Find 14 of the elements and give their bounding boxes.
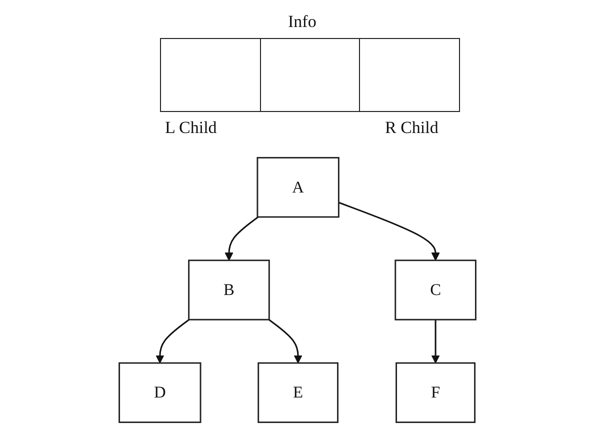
field-label: Info xyxy=(288,12,316,32)
arrow xyxy=(431,320,440,364)
pointer-label: L Child xyxy=(165,118,217,138)
arrow xyxy=(224,216,259,261)
node-box: F xyxy=(396,362,476,424)
arrow xyxy=(268,319,302,364)
arrow xyxy=(156,319,190,364)
pointer-label: R Child xyxy=(385,118,438,138)
node-box: A xyxy=(256,156,340,218)
node-box: C xyxy=(394,260,476,320)
node-box: E xyxy=(258,362,338,424)
arrow xyxy=(338,202,440,261)
node-box: D xyxy=(118,362,202,424)
node-box: B xyxy=(188,260,270,320)
